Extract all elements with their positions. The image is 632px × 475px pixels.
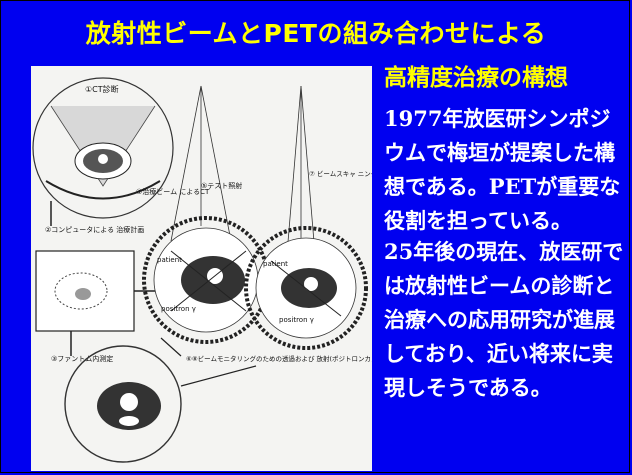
label-planning: ②コンピュータによる 治療計画 <box>45 225 144 234</box>
label-patient-right: patient <box>263 260 288 268</box>
label-test: ⑤テスト照射 <box>201 181 242 190</box>
section-heading: 高精度治療の構想 <box>384 65 568 91</box>
label-phantom: ③ファントム内測定 <box>51 354 113 363</box>
paragraph-1: 1977年放医研シンポジウムで梅垣が提案した構想である。PETが重要な役割を担っ… <box>384 106 621 233</box>
phantom-ring <box>64 345 182 463</box>
label-monitoring: ⑥⑧ビームモニタリングのための透過および 放射(ポジトロンカメラ)CT <box>186 354 372 363</box>
label-scan: ⑦ ビームスキャ ニングによる 本番照射と ポジトロンカメラ による到達点監視 <box>309 169 372 178</box>
treatment-diagram: ①CT診断 ②コンピュータによる 治療計画 ③ファントム内測定 ④治療ビーム に… <box>31 66 372 471</box>
paragraph-2: 25年後の現在、放医研では放射性ビームの診断と治療への応用研究が進展しており、近… <box>384 239 624 400</box>
label-patient-left: patient <box>157 256 182 264</box>
treatment-ring-left <box>142 216 270 344</box>
label-beam-ct: ④治療ビーム によるCT <box>136 187 210 196</box>
slide-title: 放射性ビームとPETの組み合わせによる <box>85 19 547 48</box>
label-positron-right: positron γ <box>279 316 314 324</box>
label-positron-left: positron γ <box>161 305 196 313</box>
label-ct: ①CT診断 <box>85 84 119 94</box>
treatment-ring-right <box>244 226 368 350</box>
ct-scanner-ring <box>32 77 174 219</box>
